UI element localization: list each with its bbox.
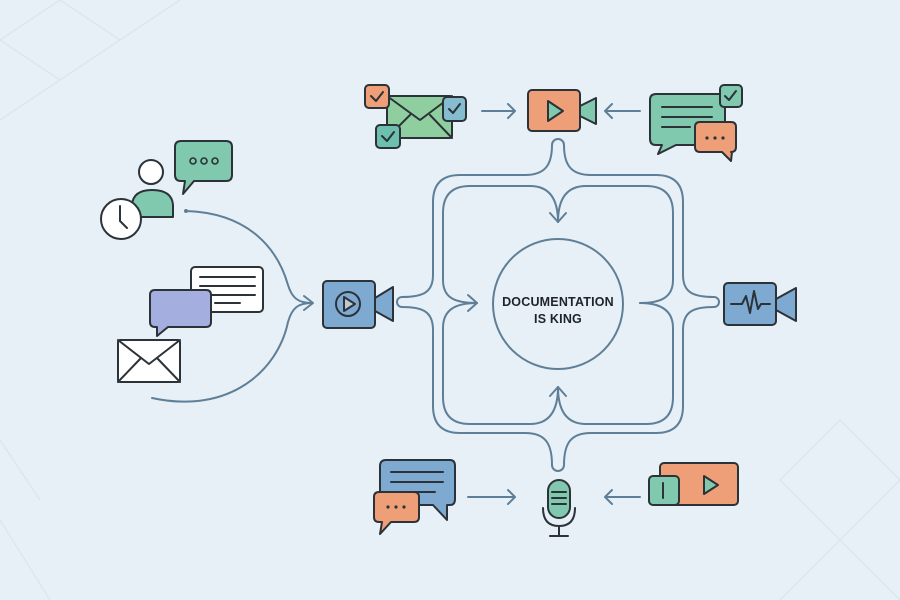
flow-arc-upper bbox=[185, 210, 313, 304]
left-video-camera-node bbox=[322, 280, 394, 329]
check-icon bbox=[381, 131, 395, 142]
person-head-icon bbox=[138, 159, 164, 185]
bottom-chats-node bbox=[373, 459, 456, 535]
camera-lens bbox=[775, 287, 797, 322]
checkbox-icon bbox=[364, 84, 390, 109]
check-icon bbox=[370, 91, 384, 102]
clock-hands bbox=[119, 205, 128, 229]
bottom-video-player-node bbox=[648, 462, 739, 506]
envelope-flap bbox=[117, 339, 181, 383]
arrowhead-bottom bbox=[549, 386, 567, 397]
flow-arc-lower bbox=[151, 302, 313, 403]
play-icon bbox=[343, 296, 356, 312]
person-clock-chat-node bbox=[100, 140, 233, 240]
hub-inner-flow-bottom-left bbox=[442, 302, 559, 425]
arrowhead-left bbox=[467, 294, 478, 312]
chat-lines bbox=[661, 106, 713, 128]
arrow-top-right bbox=[604, 103, 641, 119]
play-icon bbox=[703, 475, 719, 495]
hub-title-line2: IS KING bbox=[534, 312, 582, 326]
hub-circle bbox=[492, 238, 624, 370]
microphone-stand bbox=[542, 491, 576, 537]
checkbox-icon bbox=[375, 124, 401, 149]
top-chat-checks-node bbox=[649, 84, 743, 162]
microphone-node bbox=[542, 479, 576, 537]
play-icon bbox=[547, 100, 564, 122]
arrow-bottom-right bbox=[604, 489, 641, 505]
play-circle-icon bbox=[335, 291, 361, 317]
hub-inner-flow-top-right bbox=[557, 185, 674, 304]
arrowhead-top bbox=[549, 212, 567, 223]
hub-inner-flow-top-left bbox=[442, 185, 559, 304]
camera-lens bbox=[579, 97, 597, 125]
arrowhead-left-camera bbox=[303, 295, 314, 311]
envelope-icon bbox=[117, 339, 181, 383]
messages-group-node bbox=[117, 266, 264, 383]
ellipsis-icon bbox=[189, 157, 219, 165]
camera-lens bbox=[374, 286, 394, 322]
person-body-icon bbox=[131, 189, 174, 218]
checkbox-icon bbox=[442, 96, 467, 122]
hub-title-line1: DOCUMENTATION bbox=[502, 295, 614, 309]
chat-bubble-icon bbox=[174, 140, 233, 195]
check-icon bbox=[724, 90, 737, 101]
arrow-bottom-left bbox=[467, 489, 516, 505]
top-video-camera-node bbox=[527, 89, 597, 132]
hub-inner-flow-bottom-right bbox=[557, 302, 674, 425]
check-icon bbox=[448, 103, 461, 114]
ellipsis-icon bbox=[705, 136, 725, 140]
ellipsis-icon bbox=[386, 505, 406, 509]
hub-outer-flow bbox=[396, 138, 720, 472]
document-lines bbox=[199, 276, 256, 304]
chat-bubble-icon bbox=[149, 289, 212, 337]
arrow-top-left bbox=[481, 103, 516, 119]
flow-start-dot bbox=[184, 209, 188, 213]
chat-bubble-icon bbox=[694, 121, 737, 162]
waveform-icon bbox=[730, 290, 771, 314]
chat-bubble-icon bbox=[373, 491, 420, 535]
top-email-checks-node bbox=[364, 84, 467, 149]
right-video-waveform-node bbox=[723, 282, 797, 326]
